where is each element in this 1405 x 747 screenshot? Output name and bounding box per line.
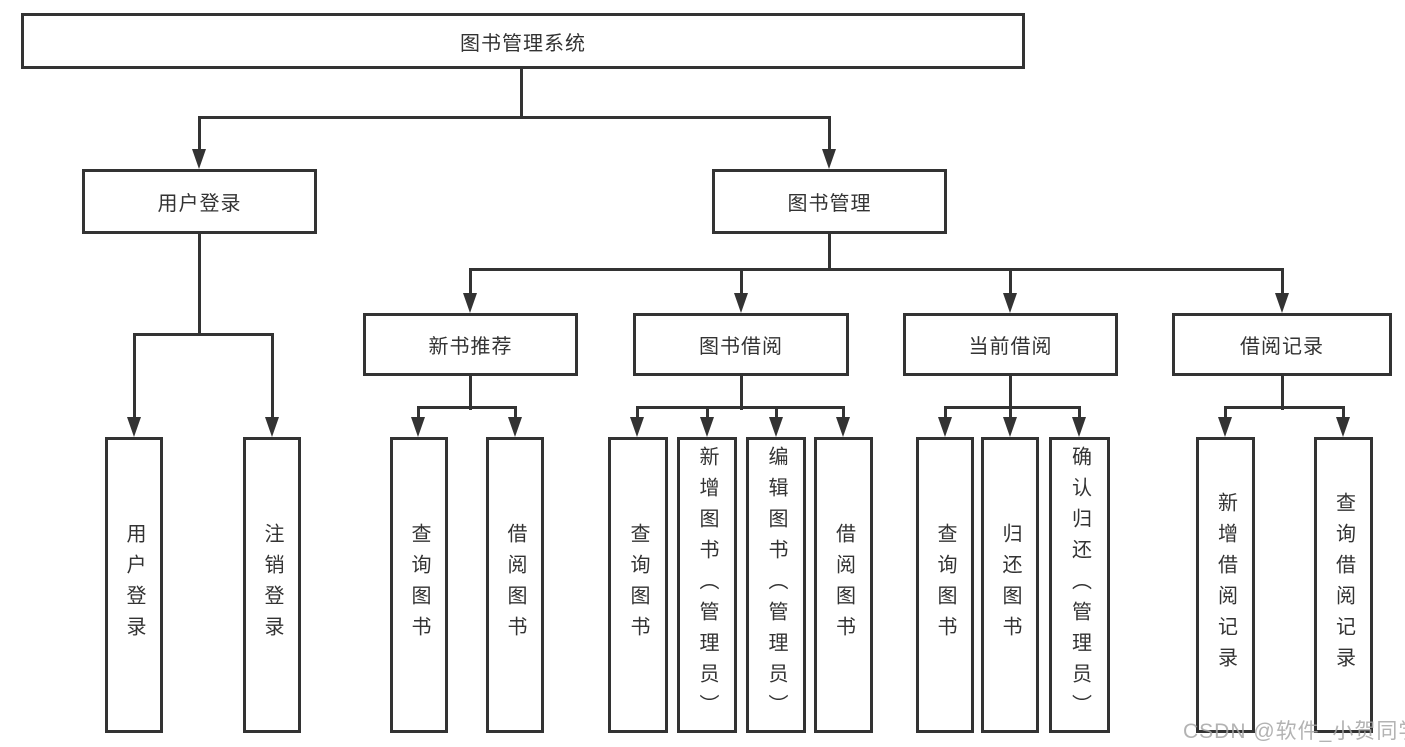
leaf-query-book-current: 查询图书 [916,437,974,733]
connector-borrow-stem [740,376,743,410]
leaf-return-book-label: 归还图书 [999,523,1021,647]
connector-current-stem [1009,376,1012,410]
node-borrow-records-label: 借阅记录 [1240,336,1324,358]
leaf-borrow-book-label: 借阅图书 [832,523,855,647]
connector-records-stem [1281,376,1284,410]
node-book-borrow-label: 图书借阅 [699,336,783,358]
arrowhead-leaf-query-record [1336,417,1350,437]
connector-recommend-stem [469,376,472,410]
connector-arrow-stem-leaf-add-book [706,406,709,420]
arrowhead-leaf-borrow1 [508,417,522,437]
connector-arrow-stem-recommend [469,268,472,296]
node-root: 图书管理系统 [21,13,1025,69]
connector-arrow-stem-leaf-query-record [1342,406,1345,420]
node-new-book-recommend-label: 新书推荐 [428,336,513,358]
connector-recommend-hbar [417,406,517,409]
arrowhead-leaf-confirm [1072,417,1086,437]
arrowhead-leaf-query2 [630,417,644,437]
arrowhead-leaf-logout [265,417,279,437]
connector-arrow-stem-leaf-edit-book [775,406,778,420]
connector-arrow-stem-leaf-logout [271,333,274,420]
arrowhead-book-mgmt [822,149,836,169]
connector-arrow-stem-leaf-return [1009,406,1012,420]
arrowhead-leaf-edit-book [769,417,783,437]
leaf-user-login-label: 用户登录 [123,523,145,647]
leaf-confirm-return-admin: 确认归还（管理员） [1049,437,1110,733]
leaf-return-book: 归还图书 [981,437,1039,733]
leaf-logout: 注销登录 [243,437,301,733]
connector-arrow-stem-leaf-query1 [417,406,420,420]
connector-level2-hbar [469,268,1284,271]
node-book-management-label: 图书管理 [787,193,872,215]
node-current-borrow: 当前借阅 [903,313,1118,376]
arrowhead-borrow [734,293,748,313]
node-book-borrow: 图书借阅 [633,313,849,376]
connector-records-hbar [1224,406,1345,409]
leaf-query-book-recommend: 查询图书 [390,437,448,733]
leaf-add-book-admin-label: 新增图书（管理员） [696,445,718,725]
connector-arrow-stem-leaf-borrow2 [842,406,845,420]
node-root-label: 图书管理系统 [460,32,586,55]
arrowhead-leaf-add-record [1218,417,1232,437]
leaf-add-borrow-record: 新增借阅记录 [1196,437,1255,733]
connector-arrow-stem-records [1281,268,1284,296]
arrowhead-user-login [192,149,206,169]
leaf-query-book-current-label: 查询图书 [934,523,956,647]
connector-arrow-stem-user-login [198,116,201,152]
connector-root-stem [520,68,523,119]
leaf-add-borrow-record-label: 新增借阅记录 [1214,492,1237,678]
leaf-borrow-book: 借阅图书 [814,437,873,733]
arrowhead-recommend [463,293,477,313]
leaf-query-borrow-record: 查询借阅记录 [1314,437,1373,733]
node-borrow-records: 借阅记录 [1172,313,1392,376]
connector-root-hbar [198,116,831,119]
connector-arrow-stem-leaf-add-record [1224,406,1227,420]
connector-arrow-stem-leaf-login [133,333,136,420]
leaf-user-login: 用户登录 [105,437,163,733]
leaf-logout-label: 注销登录 [261,523,283,647]
leaf-add-book-admin: 新增图书（管理员） [677,437,737,733]
leaf-query-book-borrow-label: 查询图书 [627,523,649,647]
leaf-borrow-book-recommend: 借阅图书 [486,437,544,733]
leaf-query-book-recommend-label: 查询图书 [408,523,430,647]
arrowhead-leaf-add-book [700,417,714,437]
node-current-borrow-label: 当前借阅 [968,336,1053,358]
arrowhead-records [1275,293,1289,313]
leaf-borrow-book-recommend-label: 借阅图书 [504,523,526,647]
connector-arrow-stem-book-mgmt [828,116,831,152]
node-book-management: 图书管理 [712,169,947,234]
connector-borrow-hbar [636,406,845,409]
node-user-login-label: 用户登录 [157,193,242,215]
connector-current-hbar [944,406,1081,409]
connector-arrow-stem-borrow [740,268,743,296]
connector-arrow-stem-leaf-query3 [944,406,947,420]
leaf-query-book-borrow: 查询图书 [608,437,668,733]
connector-arrow-stem-current [1009,268,1012,296]
arrowhead-leaf-query1 [411,417,425,437]
arrowhead-leaf-return [1003,417,1017,437]
connector-book-mgmt-stem [828,234,831,271]
arrowhead-leaf-borrow2 [836,417,850,437]
arrowhead-leaf-login [127,417,141,437]
node-new-book-recommend: 新书推荐 [363,313,578,376]
csdn-watermark: CSDN @软件_小贺同学 [1183,720,1405,743]
leaf-edit-book-admin-label: 编辑图书（管理员） [765,445,787,725]
connector-arrow-stem-leaf-confirm [1078,406,1081,420]
arrowhead-current [1003,293,1017,313]
leaf-query-borrow-record-label: 查询借阅记录 [1332,492,1355,678]
connector-user-login-hbar [133,333,274,336]
arrowhead-leaf-query3 [938,417,952,437]
leaf-confirm-return-admin-label: 确认归还（管理员） [1068,445,1091,725]
connector-arrow-stem-leaf-borrow1 [514,406,517,420]
node-user-login: 用户登录 [82,169,317,234]
connector-arrow-stem-leaf-query2 [636,406,639,420]
leaf-edit-book-admin: 编辑图书（管理员） [746,437,806,733]
connector-user-login-stem [198,234,201,336]
